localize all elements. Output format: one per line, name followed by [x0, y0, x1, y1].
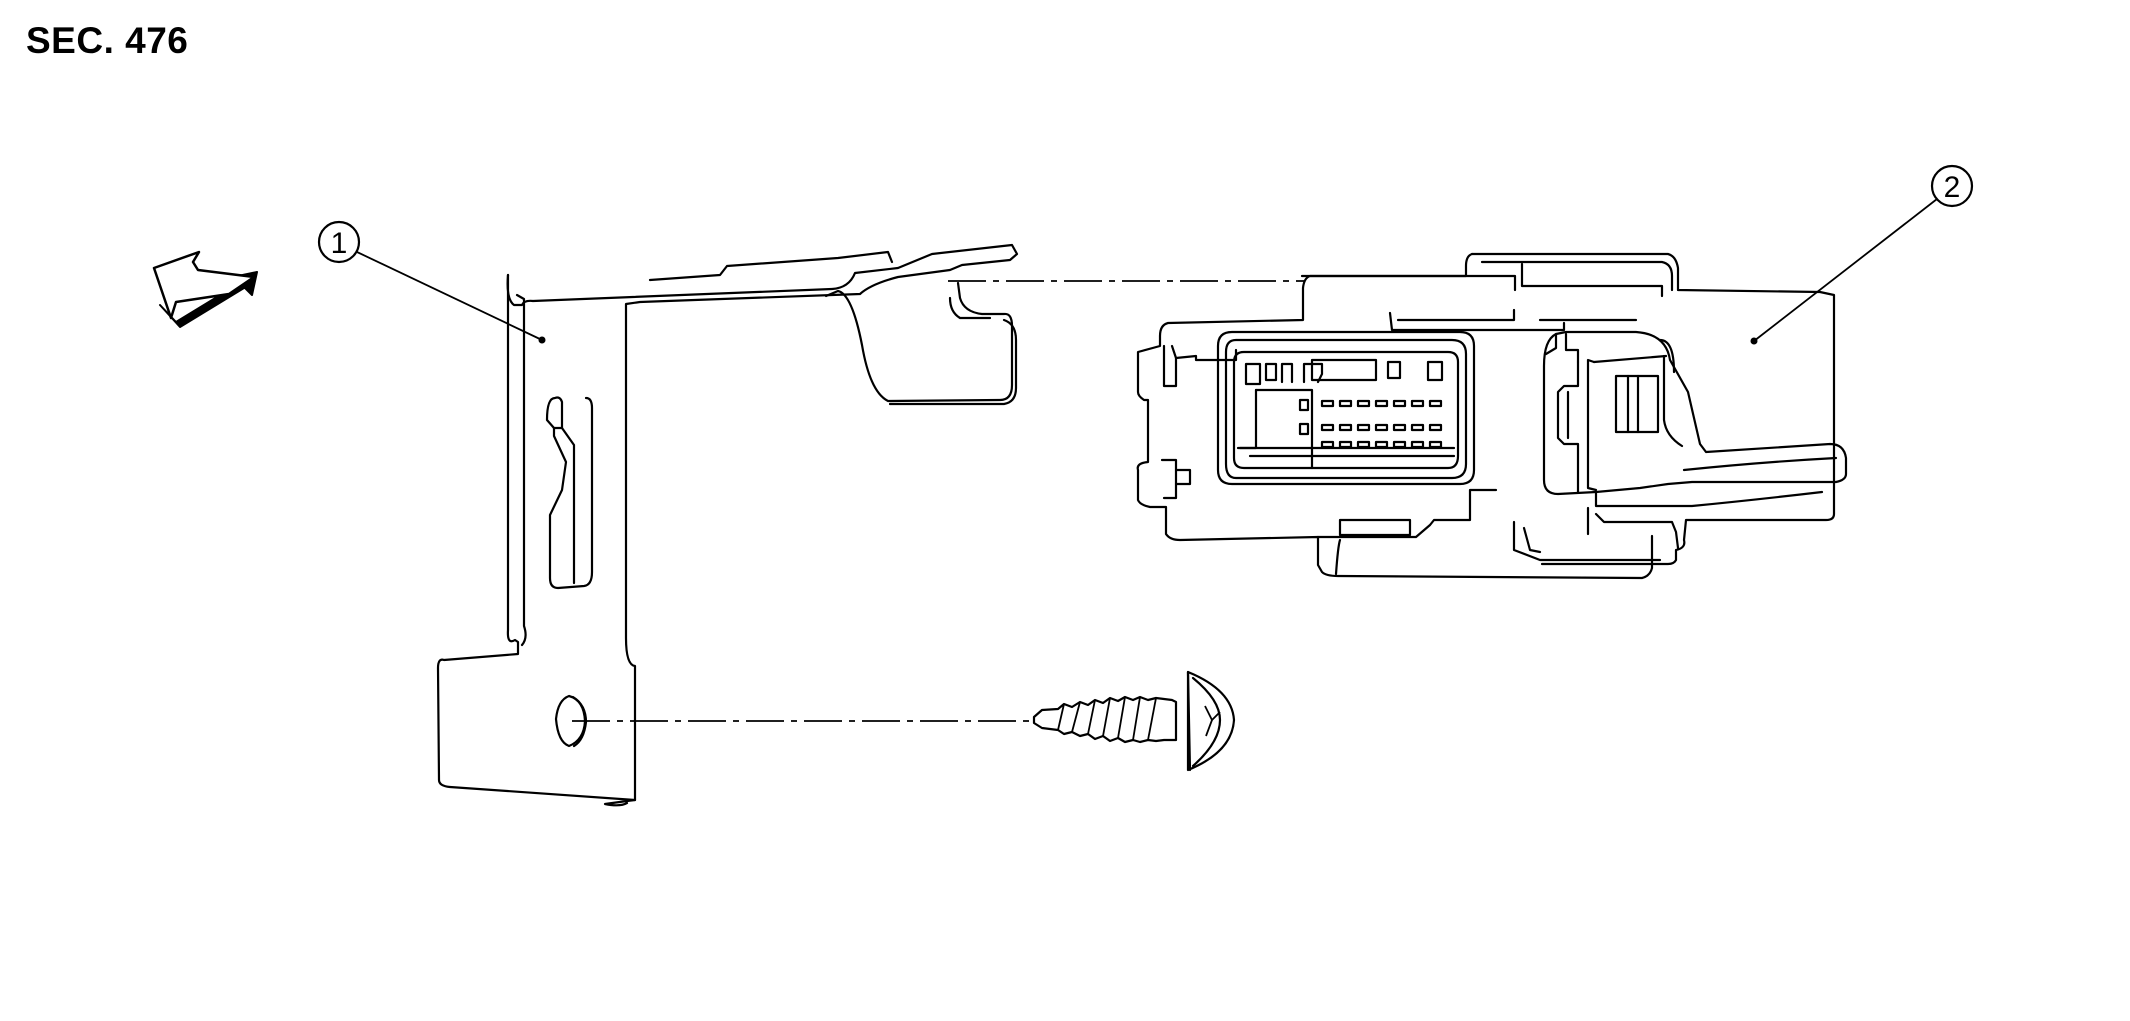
- callout-2: 2: [1750, 164, 1974, 345]
- callout-2-number: 2: [1944, 171, 1961, 204]
- screw: [1032, 670, 1236, 772]
- callout-1: 1: [317, 220, 546, 344]
- section-title: SEC. 476: [26, 20, 189, 61]
- callout-1-number: 1: [331, 227, 348, 260]
- bracket: [436, 243, 1019, 807]
- front-direction-arrow-icon: [152, 250, 258, 328]
- control-unit: [1136, 252, 1848, 580]
- connector-terminals: [1320, 399, 1443, 449]
